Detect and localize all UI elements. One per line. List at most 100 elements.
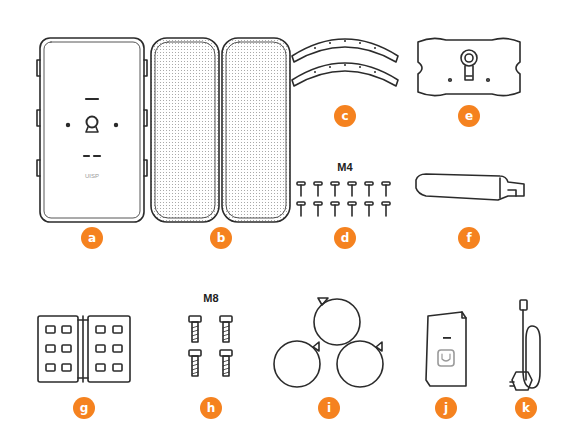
- part-path: [523, 310, 540, 388]
- power-cord: [510, 300, 540, 390]
- part-rect: [151, 38, 219, 222]
- callout-letter: d: [341, 232, 350, 244]
- part-circle: [359, 42, 361, 44]
- part-circle: [344, 64, 346, 66]
- part-line: [86, 98, 98, 100]
- part-rect: [155, 42, 215, 218]
- part-line: [385, 185, 387, 196]
- part-line: [223, 364, 229, 366]
- part-rect: [220, 316, 232, 322]
- part-rect: [438, 350, 454, 366]
- part-path: [416, 174, 524, 200]
- part-rect: [96, 364, 105, 371]
- part-line: [192, 326, 198, 328]
- poe-adapter: [426, 312, 466, 386]
- part-path: [292, 39, 398, 62]
- part-path: [465, 66, 473, 80]
- part-circle: [449, 79, 452, 82]
- m4-screws: [297, 182, 390, 216]
- part-path: [37, 60, 147, 176]
- part-line: [223, 338, 229, 340]
- part-line: [223, 372, 229, 374]
- callout-circle: c: [334, 105, 356, 127]
- part-path: [418, 38, 520, 95]
- part-line: [368, 205, 370, 216]
- part-rect: [192, 322, 198, 342]
- callout-circle: a: [81, 227, 103, 249]
- part-line: [192, 368, 198, 370]
- callout-circle: d: [334, 227, 356, 249]
- part-line: [385, 205, 387, 216]
- callout-circle: f: [458, 227, 480, 249]
- part-line: [192, 338, 198, 340]
- part-circle: [374, 47, 376, 49]
- part-line: [466, 75, 472, 77]
- callout-circle: h: [200, 397, 222, 419]
- part-rect: [96, 326, 105, 333]
- part-rect: [222, 38, 290, 222]
- part-path: [318, 298, 328, 305]
- part-path: [313, 342, 319, 351]
- hose-clamps: [274, 298, 383, 387]
- part-rect: [113, 345, 122, 352]
- part-line: [192, 364, 198, 366]
- part-rect: [62, 364, 71, 371]
- part-line: [223, 330, 229, 332]
- part-path: [508, 190, 516, 196]
- part-rect: [46, 345, 55, 352]
- callout-letter: a: [88, 232, 96, 244]
- part-path: [376, 342, 382, 351]
- part-line: [368, 185, 370, 196]
- part-circle: [329, 66, 331, 68]
- part-rect: [113, 326, 122, 333]
- part-line: [334, 185, 336, 196]
- part-rect: [46, 326, 55, 333]
- part-rect: [96, 345, 105, 352]
- part-label: M4: [337, 162, 352, 173]
- part-circle: [329, 42, 331, 44]
- mounting-arm: [416, 174, 524, 200]
- part-line: [84, 155, 89, 157]
- part-rect: [192, 356, 198, 376]
- part-rect: [226, 42, 286, 218]
- callout-letter: g: [80, 402, 89, 414]
- part-rect: [88, 316, 130, 382]
- part-rect: [46, 364, 55, 371]
- part-line: [351, 185, 353, 196]
- part-line: [223, 326, 229, 328]
- part-path: [510, 382, 514, 386]
- callout-circle: k: [515, 397, 537, 419]
- callout-letter: e: [465, 110, 473, 122]
- mounting-plate: [418, 38, 520, 95]
- callout-letter: j: [444, 402, 448, 414]
- part-rect: [189, 316, 201, 322]
- part-line: [499, 178, 501, 198]
- part-rect: [189, 350, 201, 356]
- part-line: [317, 205, 319, 216]
- part-g: [314, 40, 376, 73]
- antenna-panels: [151, 38, 290, 222]
- part-path: [512, 372, 532, 390]
- part-path: [442, 354, 450, 361]
- part-circle: [344, 40, 346, 42]
- part-rect: [220, 350, 232, 356]
- part-circle: [359, 66, 361, 68]
- part-rect: [223, 356, 229, 376]
- radio-housing: [37, 38, 147, 222]
- callout-letter: h: [207, 402, 216, 414]
- part-circle: [337, 341, 383, 387]
- part-line: [317, 185, 319, 196]
- part-path: [426, 312, 466, 386]
- part-circle: [374, 71, 376, 73]
- part-g: [37, 38, 540, 390]
- part-path: [462, 312, 466, 318]
- part-line: [192, 372, 198, 374]
- part-line: [351, 205, 353, 216]
- callout-letter: b: [217, 232, 226, 244]
- curved-brackets: [292, 39, 398, 86]
- part-rect: [38, 316, 78, 382]
- callout-letter: c: [341, 110, 348, 122]
